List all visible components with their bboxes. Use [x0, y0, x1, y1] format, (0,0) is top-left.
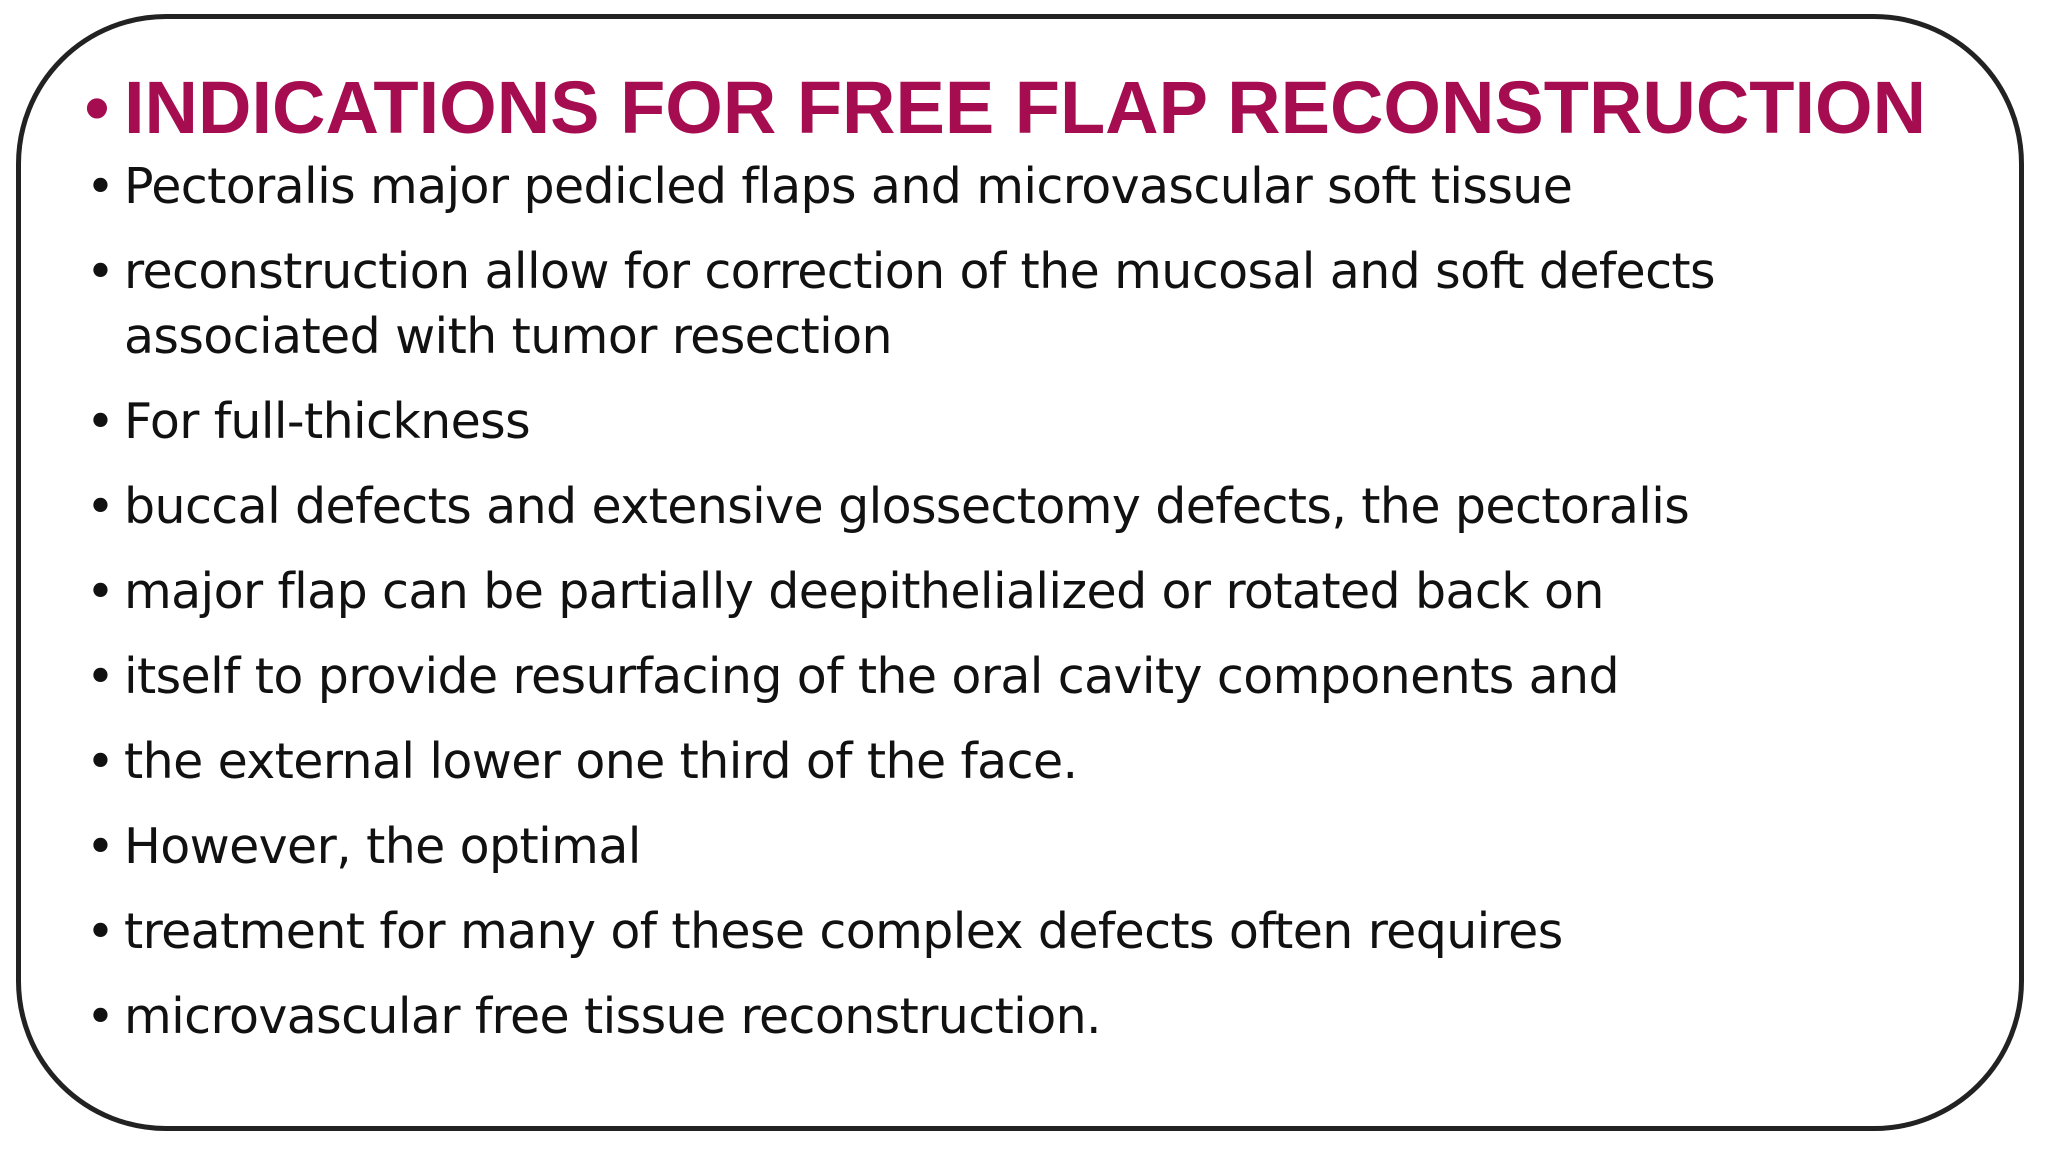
list-item-text: major flap can be partially deepithelial…	[124, 563, 1604, 620]
bullet-icon: •	[86, 563, 115, 620]
bullet-icon: •	[86, 478, 115, 535]
list-item-text: For full-thickness	[124, 393, 531, 450]
slide-content: • INDICATIONS FOR FREE FLAP RECONSTRUCTI…	[80, 66, 1960, 1069]
slide-heading: • INDICATIONS FOR FREE FLAP RECONSTRUCTI…	[80, 66, 1960, 150]
list-item: • For full-thickness	[80, 389, 1960, 454]
list-item-text: Pectoralis major pedicled flaps and micr…	[124, 158, 1573, 215]
list-item-text: microvascular free tissue reconstruction…	[124, 988, 1102, 1045]
list-item-text: buccal defects and extensive glossectomy…	[124, 478, 1690, 535]
bullet-icon: •	[86, 393, 115, 450]
list-item: • itself to provide resurfacing of the o…	[80, 644, 1960, 709]
list-item: • reconstruction allow for correction of…	[80, 239, 1960, 369]
bullet-icon: •	[86, 733, 115, 790]
list-item: • the external lower one third of the fa…	[80, 729, 1960, 794]
rounded-frame	[16, 14, 2024, 1131]
list-item-text: itself to provide resurfacing of the ora…	[124, 648, 1620, 705]
list-item: • buccal defects and extensive glossecto…	[80, 474, 1960, 539]
bullet-icon: •	[86, 648, 115, 705]
list-item: • Pectoralis major pedicled flaps and mi…	[80, 154, 1960, 219]
list-item-text: reconstruction allow for correction of t…	[124, 243, 1716, 365]
bullet-icon: •	[86, 243, 115, 300]
list-item-text: However, the optimal	[124, 818, 641, 875]
list-item: • microvascular free tissue reconstructi…	[80, 984, 1960, 1049]
bullet-icon: •	[84, 66, 110, 149]
bullet-icon: •	[86, 903, 115, 960]
list-item: • treatment for many of these complex de…	[80, 899, 1960, 964]
bullet-list: • Pectoralis major pedicled flaps and mi…	[80, 154, 1960, 1049]
bullet-icon: •	[86, 988, 115, 1045]
bullet-icon: •	[86, 158, 115, 215]
list-item: • However, the optimal	[80, 814, 1960, 879]
list-item: • major flap can be partially deepitheli…	[80, 559, 1960, 624]
list-item-text: treatment for many of these complex defe…	[124, 903, 1563, 960]
list-item-text: the external lower one third of the face…	[124, 733, 1078, 790]
heading-text: INDICATIONS FOR FREE FLAP RECONSTRUCTION	[124, 66, 1927, 149]
bullet-icon: •	[86, 818, 115, 875]
